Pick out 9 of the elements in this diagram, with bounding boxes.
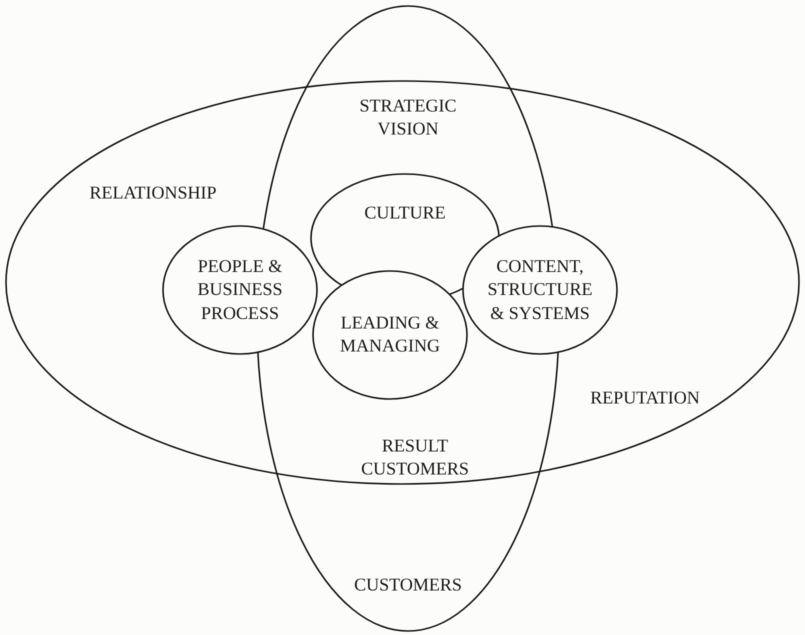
region-label: PEOPLE & BUSINESS PROCESS (196, 254, 284, 325)
region-label: CONTENT, STRUCTURE & SYSTEMS (486, 254, 594, 325)
region-label: RELATIONSHIP (88, 181, 218, 204)
region-label: CULTURE (363, 201, 447, 224)
region-label: REPUTATION (589, 386, 701, 410)
region-label: LEADING & MANAGING (339, 312, 441, 358)
region-label: RESULT CUSTOMERS (360, 434, 470, 481)
region-label: STRATEGIC VISION (358, 94, 458, 141)
region-label: CUSTOMERS (353, 573, 463, 596)
